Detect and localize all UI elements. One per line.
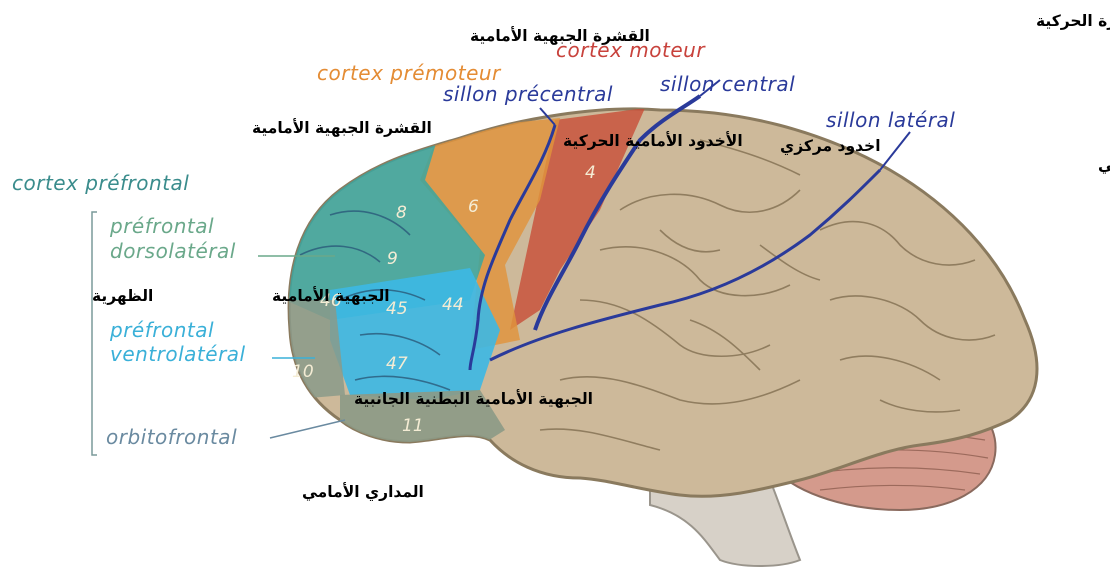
label-prefrontal-dl-1: préfrontal [109, 214, 214, 238]
prefrontal-bracket [92, 212, 97, 455]
label-prefrontal-vl-1: préfrontal [109, 318, 214, 342]
brodmann-9: 9 [387, 249, 398, 269]
label-ar-orbital: المداري الأمامي [302, 482, 424, 502]
label-ar-lateral-sulcus: اخدود جانبي [1098, 156, 1110, 175]
brodmann-47: 47 [386, 354, 408, 374]
label-ar-frontal-anterior: الجبهية الأمامية [272, 286, 390, 305]
brodmann-10: 10 [292, 362, 314, 382]
orbitofrontal-connector [270, 420, 345, 438]
lateral-pointer [880, 132, 910, 170]
label-ar-frontal-cortex-left: القشرة الجبهية الأمامية [252, 118, 432, 137]
brodmann-4: 4 [585, 163, 596, 183]
brodmann-8: 8 [396, 203, 407, 223]
label-sillon-central: sillon central [660, 72, 795, 96]
label-ar-ventrolateral: الجبهية الأمامية البطنية الجانبية [354, 389, 593, 408]
area-10-region [280, 300, 345, 400]
label-prefrontal-vl-2: ventrolatéral [110, 342, 246, 366]
label-sillon-precentral: sillon précentral [443, 82, 613, 106]
label-ar-central-sulcus: اخدود مركزي [780, 137, 881, 156]
brodmann-6: 6 [468, 197, 479, 217]
brodmann-11: 11 [402, 416, 424, 436]
label-ar-premotor-sulcus: الأخدود الأمامية الحركية [563, 131, 743, 150]
label-cortex-prefrontal: cortex préfrontal [12, 171, 189, 195]
label-orbitofrontal: orbitofrontal [106, 425, 237, 449]
brodmann-44: 44 [442, 295, 464, 315]
label-ar-dorsal: الظهرية [92, 287, 153, 305]
label-sillon-lateral: sillon latéral [826, 108, 955, 132]
label-ar-motor-cortex: القشرة الحركية [1036, 12, 1110, 30]
label-prefrontal-dl-2: dorsolatéral [110, 239, 236, 263]
label-ar-frontal-cortex-top: القشرة الجبهية الأمامية [470, 26, 650, 45]
